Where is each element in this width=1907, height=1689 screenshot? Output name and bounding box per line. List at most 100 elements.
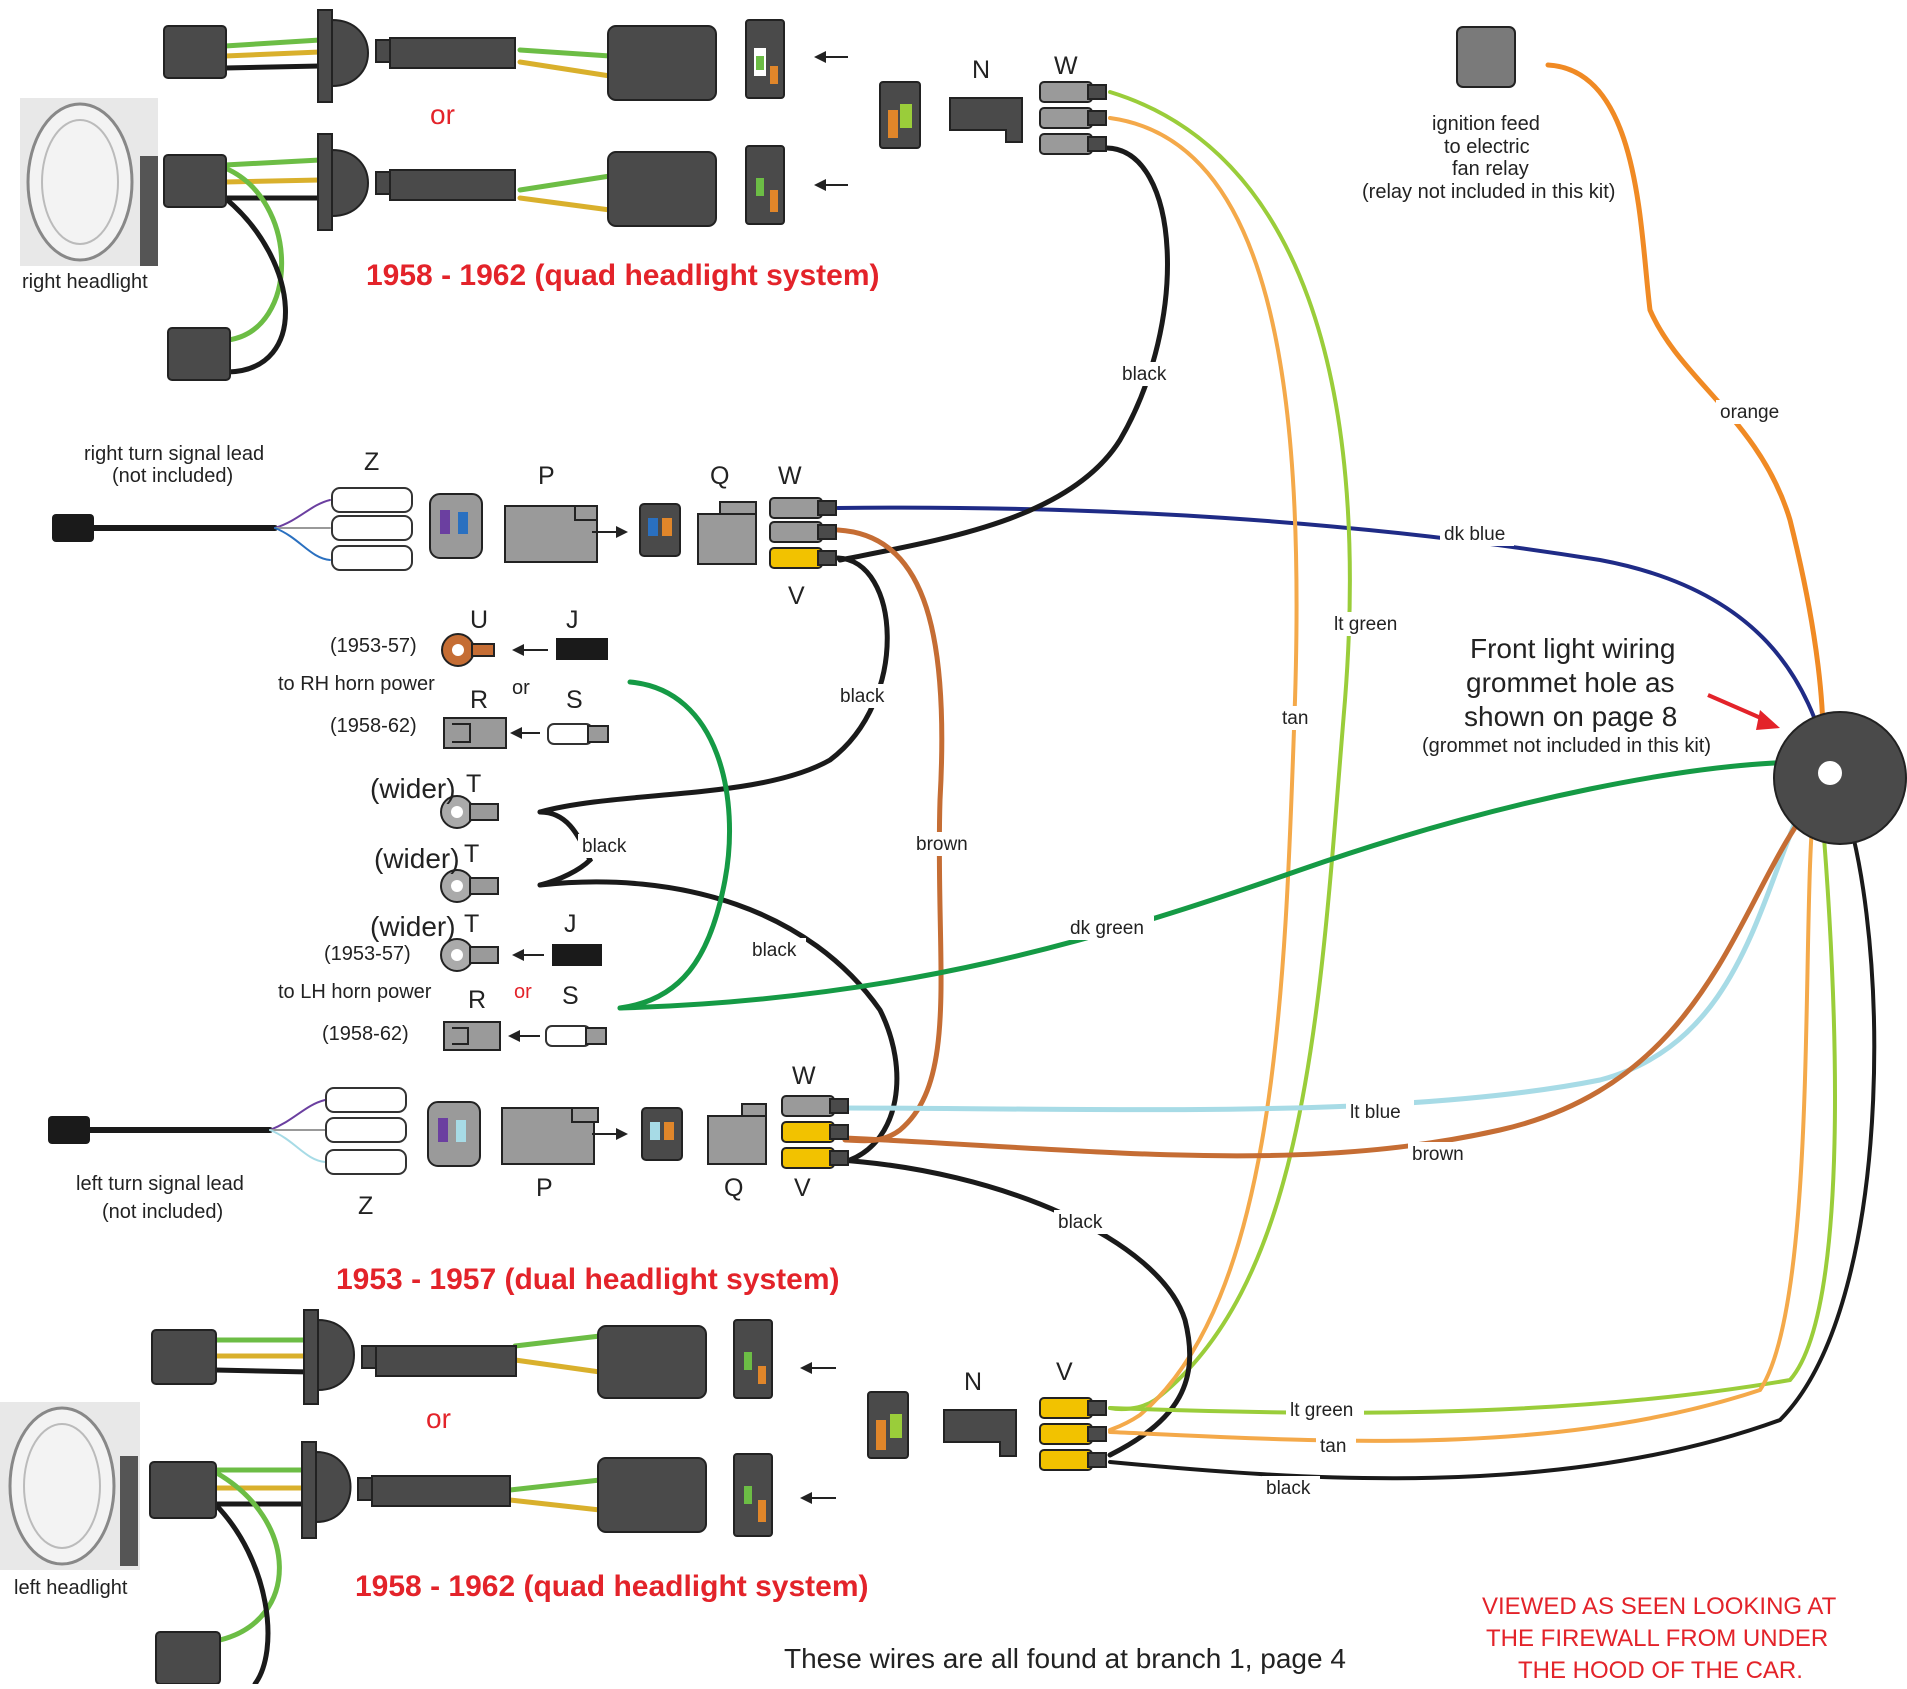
wire-b1-mid-yellow [512, 1357, 603, 1375]
t-ring-3 [440, 938, 499, 972]
wire-hl2-mid-green [517, 173, 613, 193]
grommet-4: (grommet not included in this kit) [1422, 735, 1711, 757]
viewed-2: THE FIREWALL FROM UNDER [1486, 1625, 1828, 1652]
label-orange: orange [1720, 402, 1779, 423]
letter-q-top: Q [710, 462, 729, 490]
or-top: or [430, 99, 455, 130]
lts-boot [48, 1116, 90, 1144]
wire-black-bottom [1108, 778, 1877, 1481]
wire-brown-mid [835, 527, 945, 1144]
viewed-3: THE HOOD OF THE CAR. [1518, 1657, 1803, 1684]
wire-rts-purple [274, 499, 331, 529]
letter-j-top: J [566, 606, 579, 634]
label-black-1: black [1122, 364, 1167, 385]
lh-horn-years: (1953-57) [324, 943, 411, 965]
p-housing-bottom [427, 1101, 599, 1167]
bottom-harness-2 [149, 1441, 773, 1539]
n-connector-top [879, 81, 1023, 149]
right-turn-lead-2: (not included) [112, 465, 233, 487]
wire-b2-mid-green [507, 1477, 603, 1493]
bottom-harness-1 [151, 1309, 773, 1405]
wire-top-mid-green [517, 47, 613, 59]
t-ring-2 [440, 869, 499, 903]
wider-1: (wider) [370, 773, 456, 804]
lh-or: or [514, 981, 532, 1003]
ignition-2: to electric [1444, 136, 1530, 158]
label-lt-blue: lt blue [1350, 1102, 1401, 1123]
ignition-feed-box [1456, 26, 1516, 88]
wire-b1-black [212, 1367, 313, 1375]
z-terminals-top [331, 487, 413, 571]
top-harness-bottom-plug [167, 327, 231, 381]
wire-orange [1545, 62, 1826, 793]
wire-rts-blue [274, 527, 331, 561]
label-dk-green: dk green [1070, 918, 1144, 939]
wire-b2-loop-black [212, 1501, 271, 1687]
wire-b1-mid-green [512, 1333, 603, 1349]
grommet-arrow-head [1756, 710, 1780, 730]
wire-lt-green-bottom [1108, 788, 1837, 1415]
wire-top-mid-yellow [517, 59, 613, 79]
grommet-1: Front light wiring [1470, 633, 1675, 664]
wire-hl2-mid-yellow [517, 195, 613, 213]
wire-labels: black orange dk blue lt green tan black … [578, 362, 1786, 1500]
wire-hl2-yellow [222, 177, 323, 185]
letter-w-top: W [1054, 52, 1078, 80]
wire-top-hl-black [222, 63, 323, 71]
top-harness-1 [163, 9, 785, 103]
q-housing-bottom [641, 1103, 767, 1165]
wire-dk-blue [836, 505, 1832, 772]
n-connector-bottom [867, 1391, 1017, 1459]
bottom-harness-bottom-plug [155, 1631, 221, 1685]
right-headlight-image [20, 98, 158, 266]
rts-boot [52, 514, 94, 542]
letter-p-bottom: P [536, 1174, 553, 1202]
wider-3: (wider) [370, 911, 456, 942]
wire-top-hl-green [222, 37, 323, 49]
wire-hl2-green [222, 157, 323, 168]
label-dk-blue: dk blue [1444, 524, 1505, 545]
label-black-3: black [582, 836, 627, 857]
wire-black-tjunction [537, 809, 594, 888]
title-dual: 1953 - 1957 (dual headlight system) [336, 1263, 840, 1296]
letter-n-bottom: N [964, 1368, 982, 1396]
label-lt-green-2: lt green [1290, 1400, 1353, 1421]
label-black-2: black [840, 686, 885, 707]
letter-s-bottom: S [562, 982, 579, 1010]
wire-hl2-loop-green [222, 165, 285, 343]
letter-j-bottom: J [564, 910, 577, 938]
letter-p-top: P [538, 462, 555, 490]
wv-terminals-low [781, 1095, 849, 1169]
letter-r-top: R [470, 686, 488, 714]
wire-black-t2 [537, 879, 900, 1163]
wires [82, 37, 1877, 1687]
top-harness-2 [163, 133, 785, 231]
q-housing-top [639, 501, 757, 565]
or-bottom: or [426, 1403, 451, 1434]
j-connector-bottom [552, 944, 602, 966]
t-ring-1 [440, 795, 499, 829]
lh-horn: to LH horn power [278, 981, 432, 1003]
wire-dk-green [617, 759, 1823, 1011]
wire-b2-mid-yellow [507, 1497, 603, 1513]
letter-z-top: Z [364, 448, 379, 476]
wire-black-top [837, 145, 1170, 563]
rh-years2: (1958-62) [330, 715, 417, 737]
left-headlight-image [0, 1402, 140, 1570]
title-quad-top: 1958 - 1962 (quad headlight system) [366, 259, 880, 292]
wire-top-hl-yellow [222, 49, 323, 59]
label-black-6: black [1266, 1478, 1311, 1499]
letter-v-low: V [794, 1174, 811, 1202]
wire-black-mid-v [537, 555, 890, 815]
letter-r-bottom: R [468, 986, 486, 1014]
viewed-1: VIEWED AS SEEN LOOKING AT [1482, 1593, 1837, 1620]
wire-brown-low [842, 792, 1823, 1159]
label-brown-1: brown [916, 834, 968, 855]
wv-terminals-mid [769, 497, 837, 569]
label-lt-green-1: lt green [1334, 614, 1397, 635]
connector-letters: N W Z P Q W V U J R S T T T J R S W V Z … [358, 52, 1078, 1396]
rh-horn: to RH horn power [278, 673, 435, 695]
rh-horn-years: (1953-57) [330, 635, 417, 657]
grommet-3: shown on page 8 [1464, 701, 1677, 732]
